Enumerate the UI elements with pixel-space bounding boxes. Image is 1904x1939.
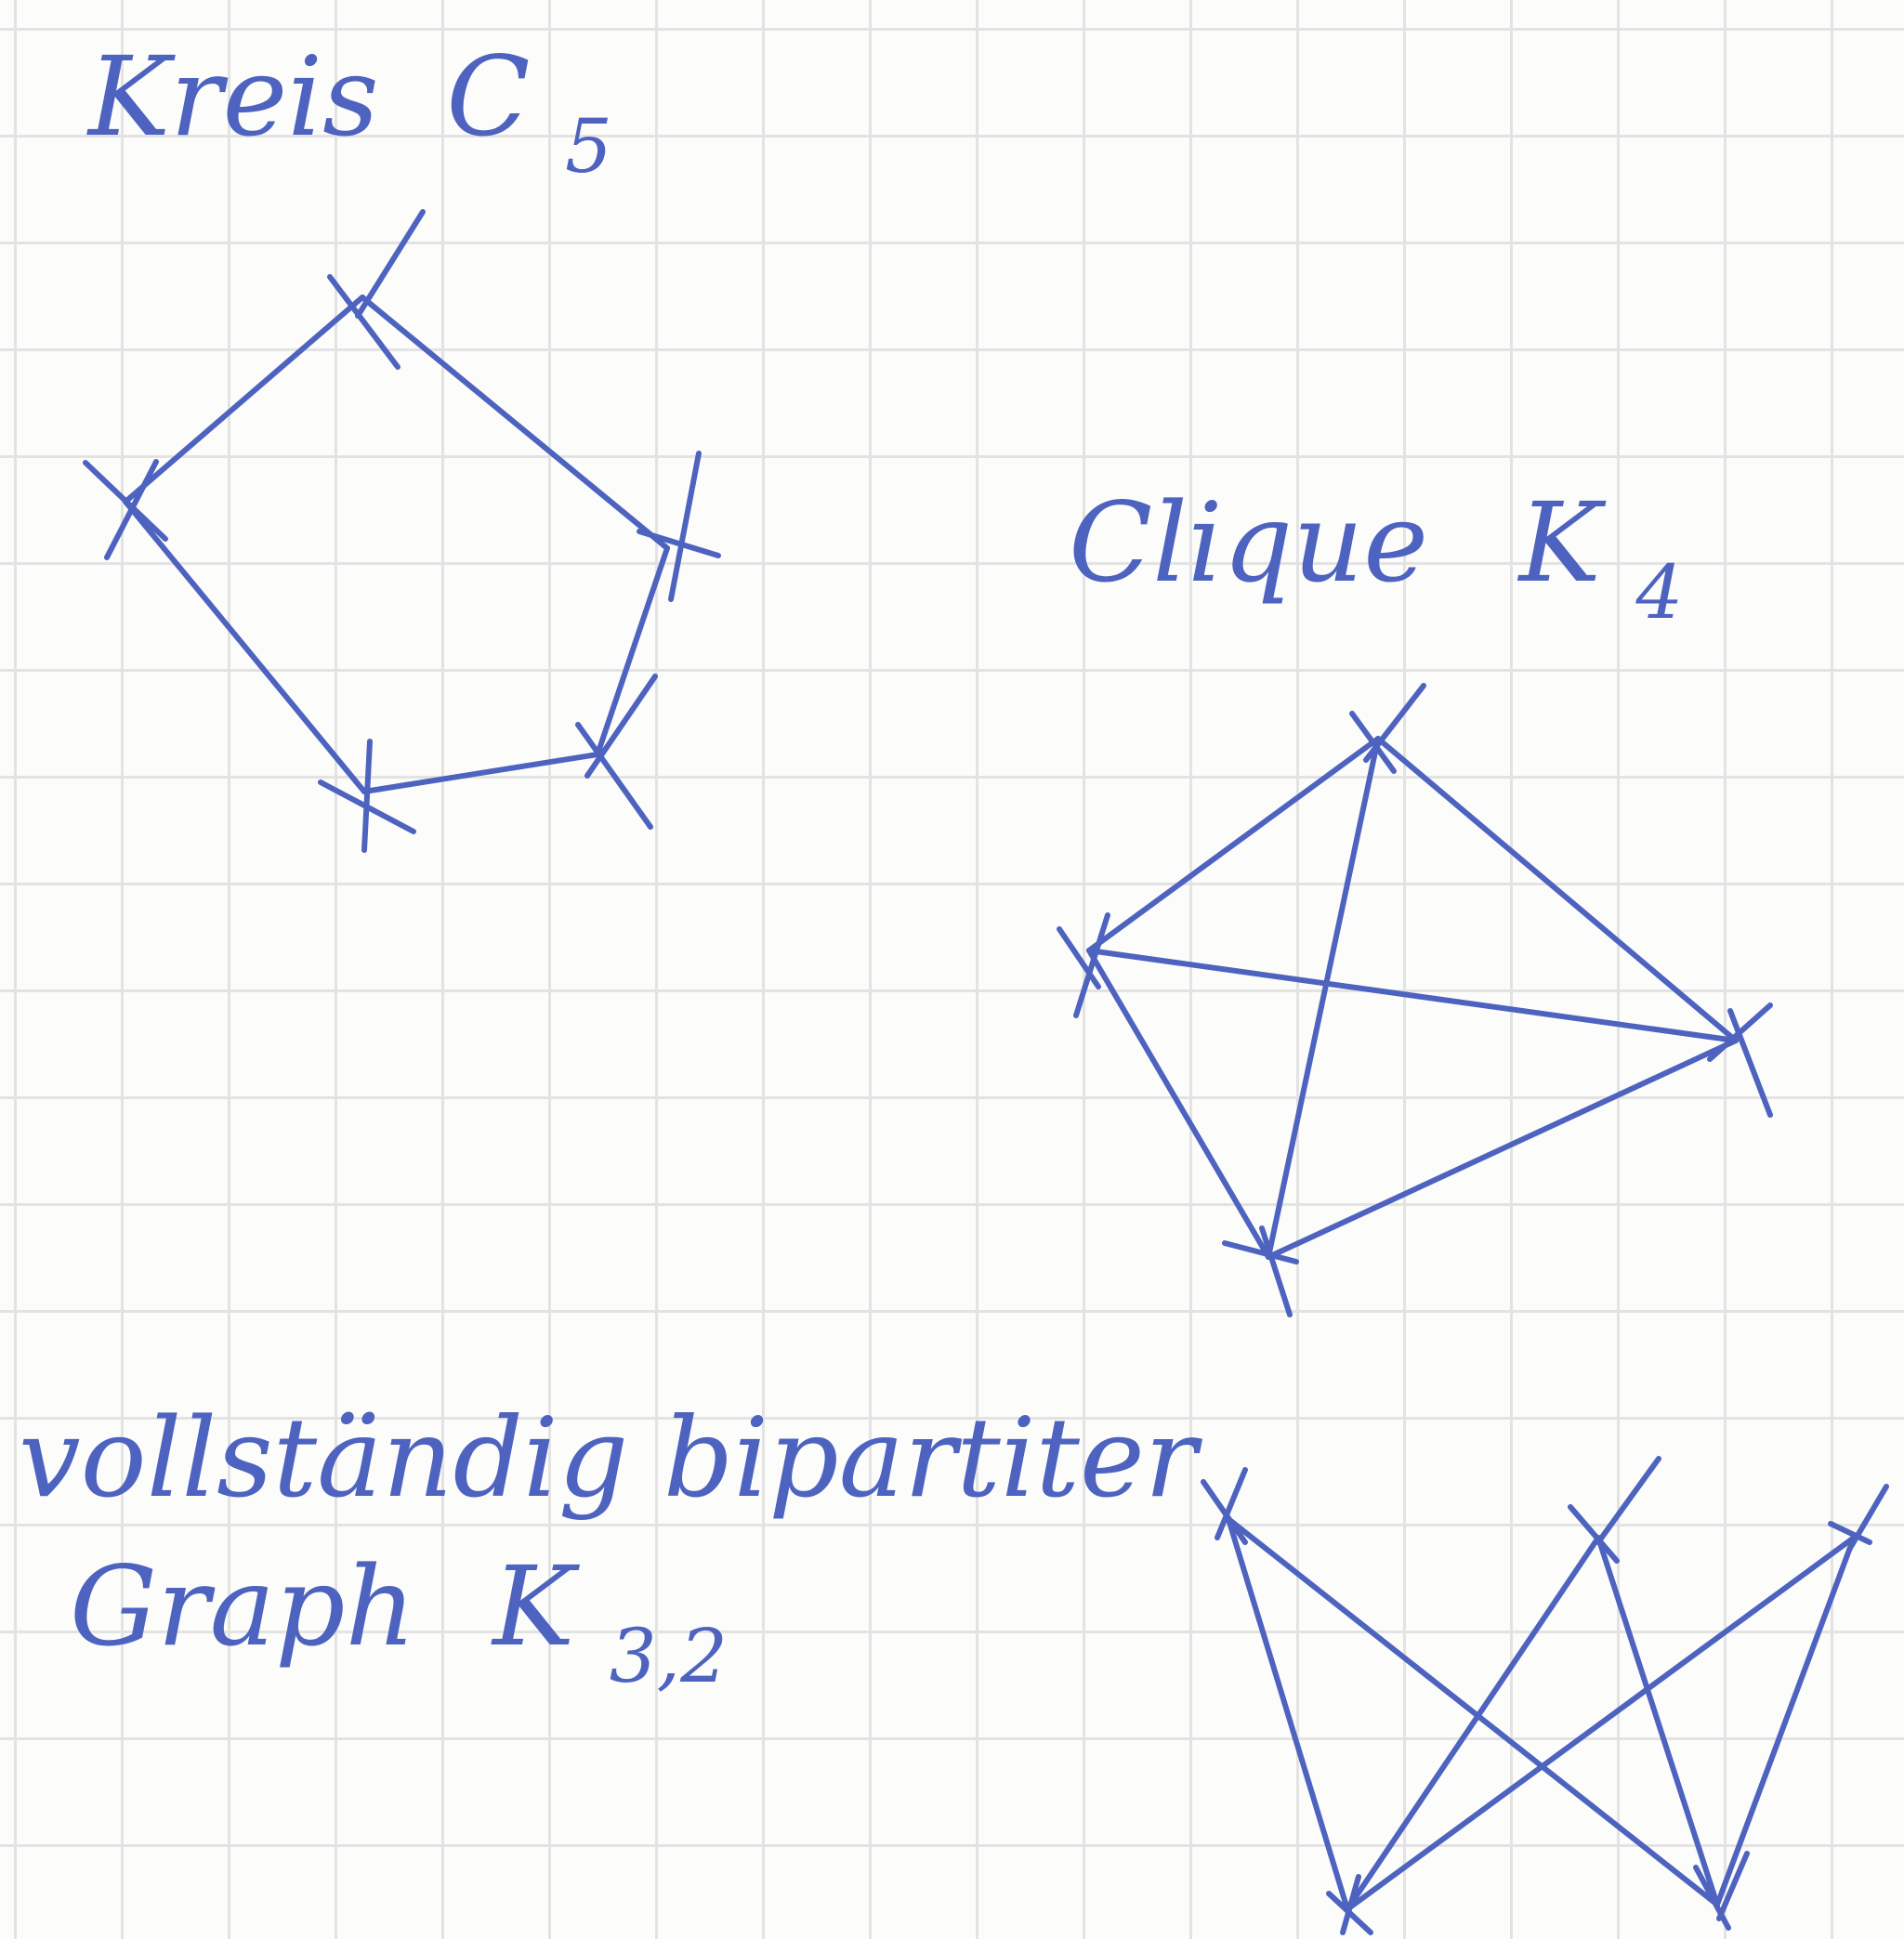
cycle-vertex xyxy=(318,739,416,853)
cycle-title-subscript: 5 xyxy=(565,103,612,190)
cycle-vertex xyxy=(575,674,658,830)
bipartite-graph-k32 xyxy=(1201,1456,1889,1935)
bipartite-edge xyxy=(1345,1535,1601,1912)
clique-edge xyxy=(1266,736,1381,1260)
bipartite-title-line2: Graph K 3,2 xyxy=(70,1542,728,1699)
clique-vertex xyxy=(1057,912,1110,1018)
bipartite-title-subscript: 3,2 xyxy=(610,1613,728,1699)
bipartite-title-line1: vollständig bipartiter xyxy=(19,1394,1203,1522)
bipartite-vertex xyxy=(1568,1456,1661,1564)
cycle-graph-c5 xyxy=(83,209,721,853)
bipartite-vertex xyxy=(1326,1874,1373,1935)
cycle-vertex xyxy=(637,451,721,602)
bipartite-title-name: Graph xyxy=(70,1542,416,1670)
bipartite-edge xyxy=(1714,1535,1857,1907)
clique-edge xyxy=(1086,948,1739,1043)
cycle-edge xyxy=(123,295,365,504)
bipartite-vertex xyxy=(1693,1851,1750,1931)
bipartite-edge xyxy=(1345,1535,1857,1912)
cycle-edge xyxy=(361,752,600,794)
bipartite-title-symbol: K xyxy=(491,1542,580,1670)
cycle-edge xyxy=(360,295,670,551)
clique-title-symbol: K xyxy=(1517,478,1607,607)
clique-edge xyxy=(1086,948,1271,1260)
clique-vertex xyxy=(1349,683,1426,774)
clique-vertex xyxy=(1222,1225,1299,1317)
bipartite-edge xyxy=(1595,1535,1720,1907)
bipartite-vertex xyxy=(1828,1484,1889,1553)
cycle-edge xyxy=(595,545,670,757)
cycle-title-symbol: C xyxy=(446,33,530,161)
clique-edge xyxy=(1086,736,1381,953)
cycle-title: Kreis C 5 xyxy=(86,33,612,190)
clique-edge xyxy=(1375,736,1739,1043)
cycle-title-name: Kreis xyxy=(86,33,379,161)
clique-title-subscript: 4 xyxy=(1635,549,1683,635)
cycle-vertex xyxy=(327,209,426,370)
clique-edge xyxy=(1266,1038,1739,1260)
clique-title: Clique K 4 xyxy=(1069,478,1683,635)
clique-vertex xyxy=(1707,1002,1773,1118)
clique-title-name: Clique xyxy=(1069,478,1428,607)
clique-graph-k4 xyxy=(1057,683,1773,1317)
bipartite-edge xyxy=(1226,1516,1720,1907)
cycle-edge xyxy=(123,499,367,794)
bipartite-edge xyxy=(1226,1516,1350,1912)
cycle-vertex xyxy=(83,459,168,560)
bipartite-vertex xyxy=(1201,1467,1248,1545)
